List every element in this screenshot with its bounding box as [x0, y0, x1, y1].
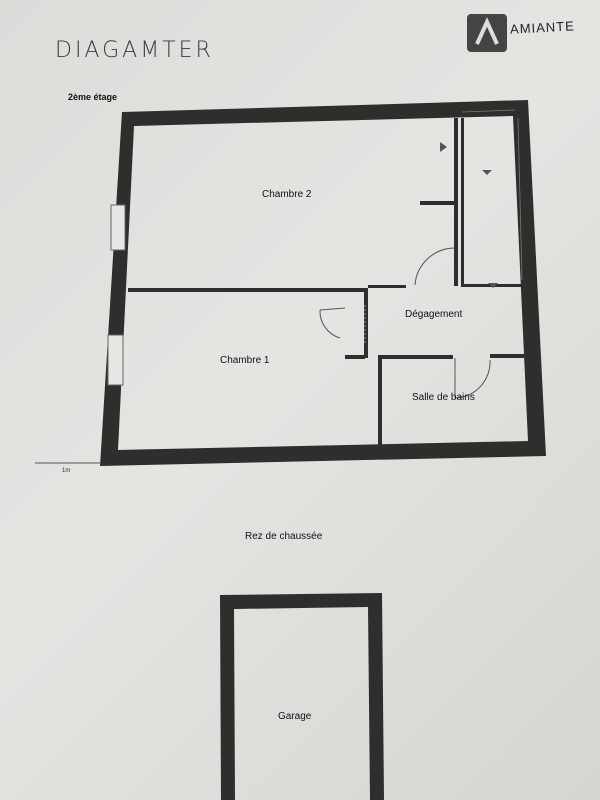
wall: [364, 288, 368, 358]
wall: [490, 354, 527, 358]
window: [107, 334, 124, 386]
dimension-line: [461, 109, 516, 113]
scale-label: 1m: [62, 468, 71, 474]
wall: [378, 355, 453, 359]
garage-walls: [220, 593, 384, 800]
arrow-icon: [488, 283, 498, 288]
room-chambre-1: Chambre 1: [220, 355, 270, 366]
wall: [378, 358, 382, 445]
wall: [420, 201, 456, 205]
door: [454, 358, 491, 399]
floor-title-rdc: Rez de chaussée: [245, 531, 323, 542]
wall: [368, 285, 406, 288]
outer-walls: [100, 100, 546, 466]
wall: [128, 288, 368, 292]
door: [319, 307, 346, 339]
door: [414, 247, 456, 286]
room-salle-de-bains: Salle de bains: [412, 392, 475, 403]
diagamter-logo: DIAGAMTER: [55, 38, 214, 63]
amiante-logo-icon: [467, 14, 507, 52]
arrow-icon: [482, 170, 492, 175]
room-degagement: Dégagement: [405, 309, 463, 320]
arrow-icon: [440, 142, 447, 152]
window: [110, 204, 126, 251]
room-chambre-2: Chambre 2: [262, 189, 312, 200]
room-garage: Garage: [278, 711, 312, 722]
wall: [461, 118, 464, 286]
wall: [345, 355, 365, 359]
floor-title-2eme: 2ème étage: [68, 92, 118, 102]
dimension-line: [517, 117, 523, 281]
